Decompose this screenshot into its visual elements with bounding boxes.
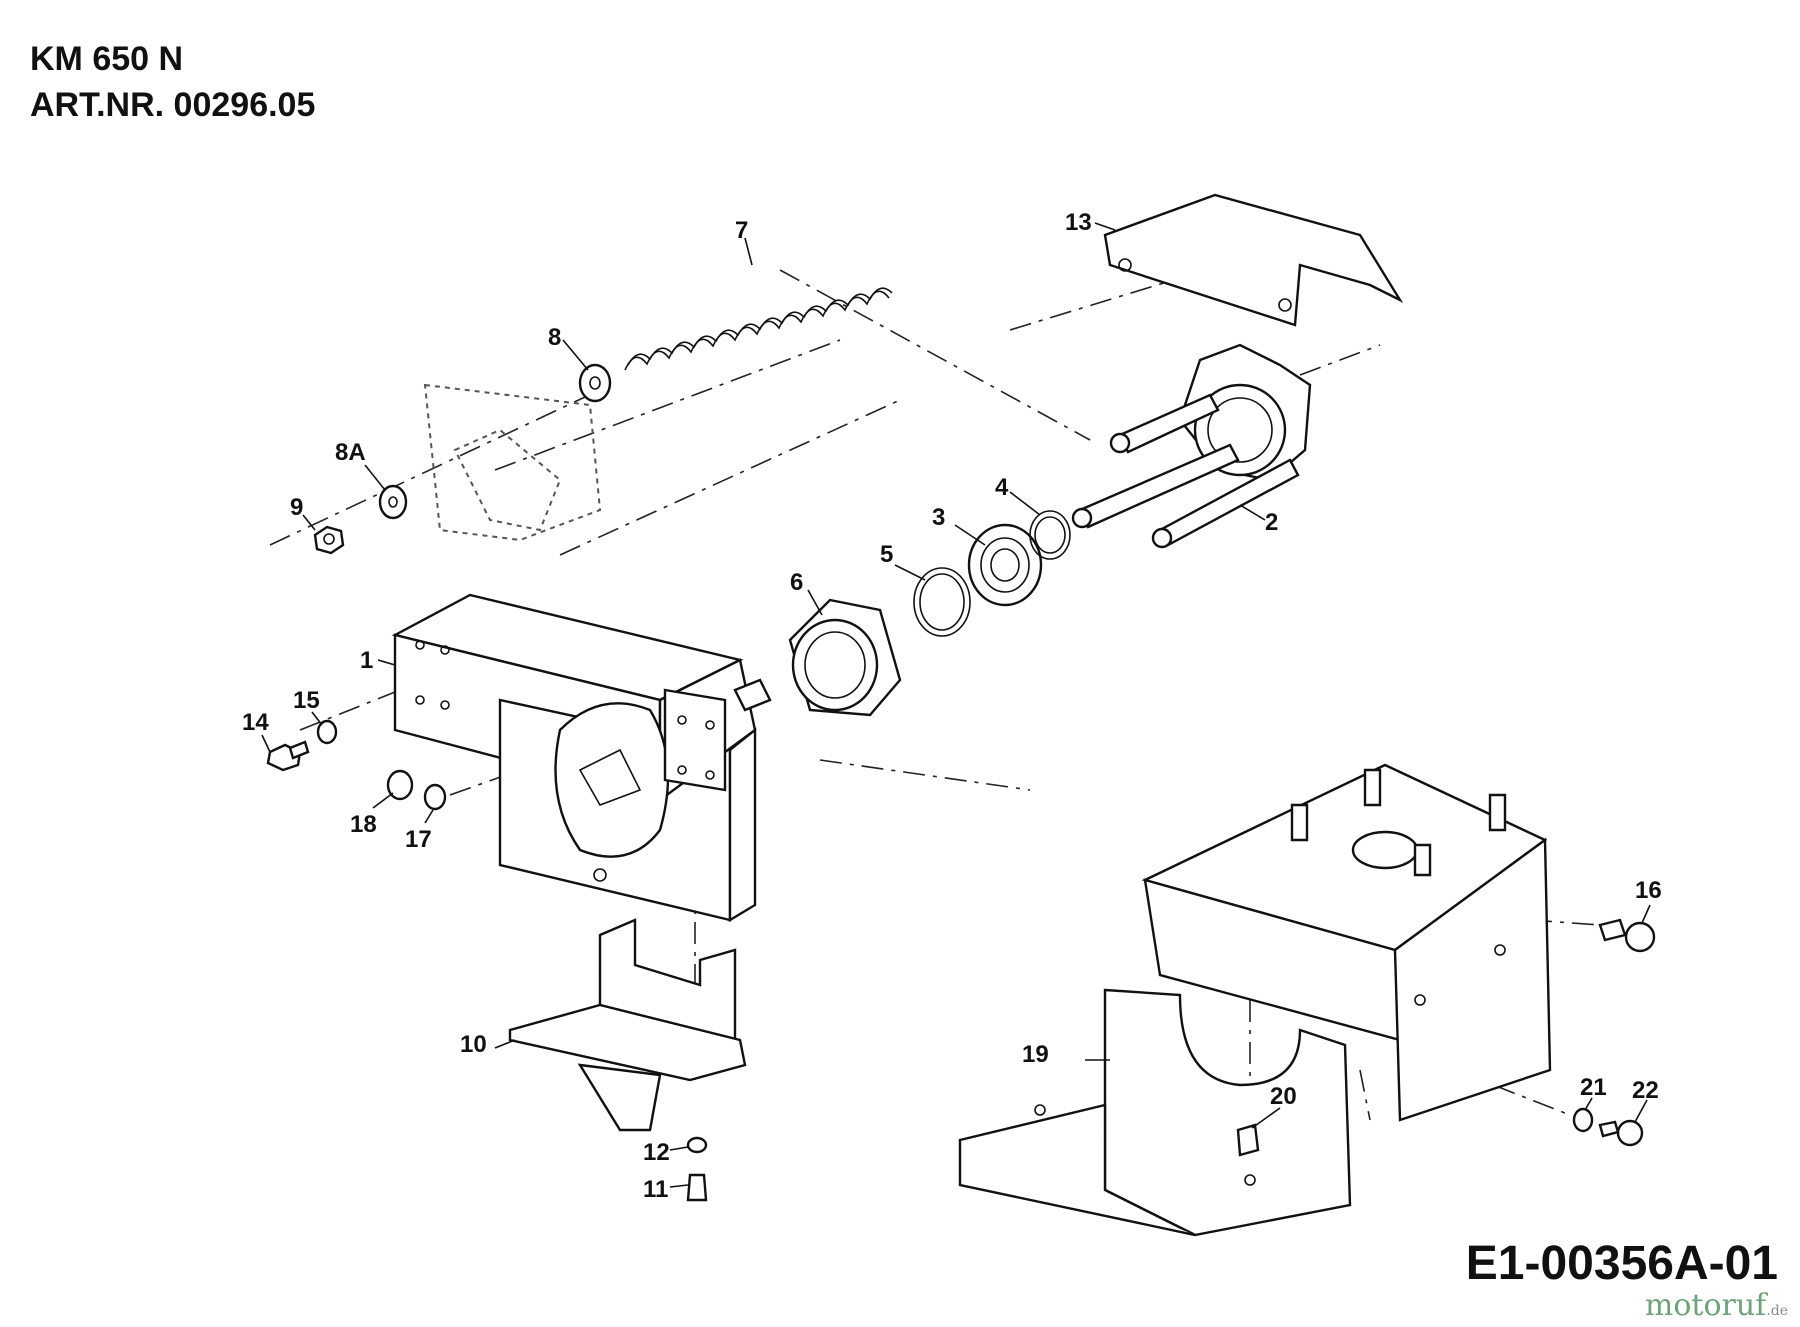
label-4: 4 — [995, 474, 1009, 501]
gear-housing — [1071, 343, 1312, 549]
watermark-logo: motoruf.de — [1645, 1290, 1788, 1327]
label-2: 2 — [1265, 509, 1278, 536]
label-1: 1 — [360, 647, 373, 674]
label-12: 12 — [643, 1139, 670, 1166]
label-7: 7 — [735, 217, 748, 244]
gearbox-fasteners — [1572, 918, 1656, 1147]
label-18: 18 — [350, 811, 377, 838]
circlip-large — [913, 567, 971, 637]
label-14: 14 — [242, 709, 269, 736]
spring — [624, 287, 893, 371]
main-bracket — [391, 593, 772, 923]
label-9: 9 — [290, 494, 303, 521]
label-13: 13 — [1065, 209, 1092, 236]
label-6: 6 — [790, 569, 803, 596]
model-title: KM 650 N — [30, 40, 184, 78]
article-number: ART.NR. 00296.05 — [30, 86, 316, 124]
label-19: 19 — [1022, 1041, 1049, 1068]
label-16: 16 — [1635, 877, 1662, 904]
guard-plate — [958, 988, 1352, 1237]
drawing-code: E1-00356A-01 — [1465, 1237, 1778, 1290]
callout-labels: 1 2 3 4 5 6 7 8 8A 9 10 11 12 13 14 15 1… — [242, 209, 1662, 1203]
label-15: 15 — [293, 687, 320, 714]
gearbox-block — [1141, 763, 1552, 1122]
snap-ring — [1029, 510, 1071, 560]
label-22: 22 — [1632, 1077, 1659, 1104]
mount-fasteners — [686, 1136, 708, 1202]
label-20: 20 — [1270, 1083, 1297, 1110]
label-17: 17 — [405, 826, 432, 853]
mount-bracket — [508, 918, 747, 1132]
label-8a: 8A — [335, 439, 366, 466]
sleeve — [788, 598, 902, 717]
cover-plate — [1103, 193, 1404, 327]
clip-nut — [1236, 1123, 1260, 1157]
label-5: 5 — [880, 541, 893, 568]
label-8: 8 — [548, 324, 561, 351]
bracket-fasteners — [266, 719, 447, 811]
leader-lines — [261, 222, 1651, 1188]
label-10: 10 — [460, 1031, 487, 1058]
label-21: 21 — [1580, 1074, 1607, 1101]
washers-and-nut — [313, 363, 612, 555]
phantom-plate — [423, 383, 602, 542]
label-3: 3 — [932, 504, 945, 531]
label-11: 11 — [643, 1176, 668, 1203]
bearing — [967, 523, 1043, 607]
watermark-brand: motoruf — [1644, 1288, 1767, 1323]
watermark-suffix: .de — [1766, 1303, 1788, 1319]
